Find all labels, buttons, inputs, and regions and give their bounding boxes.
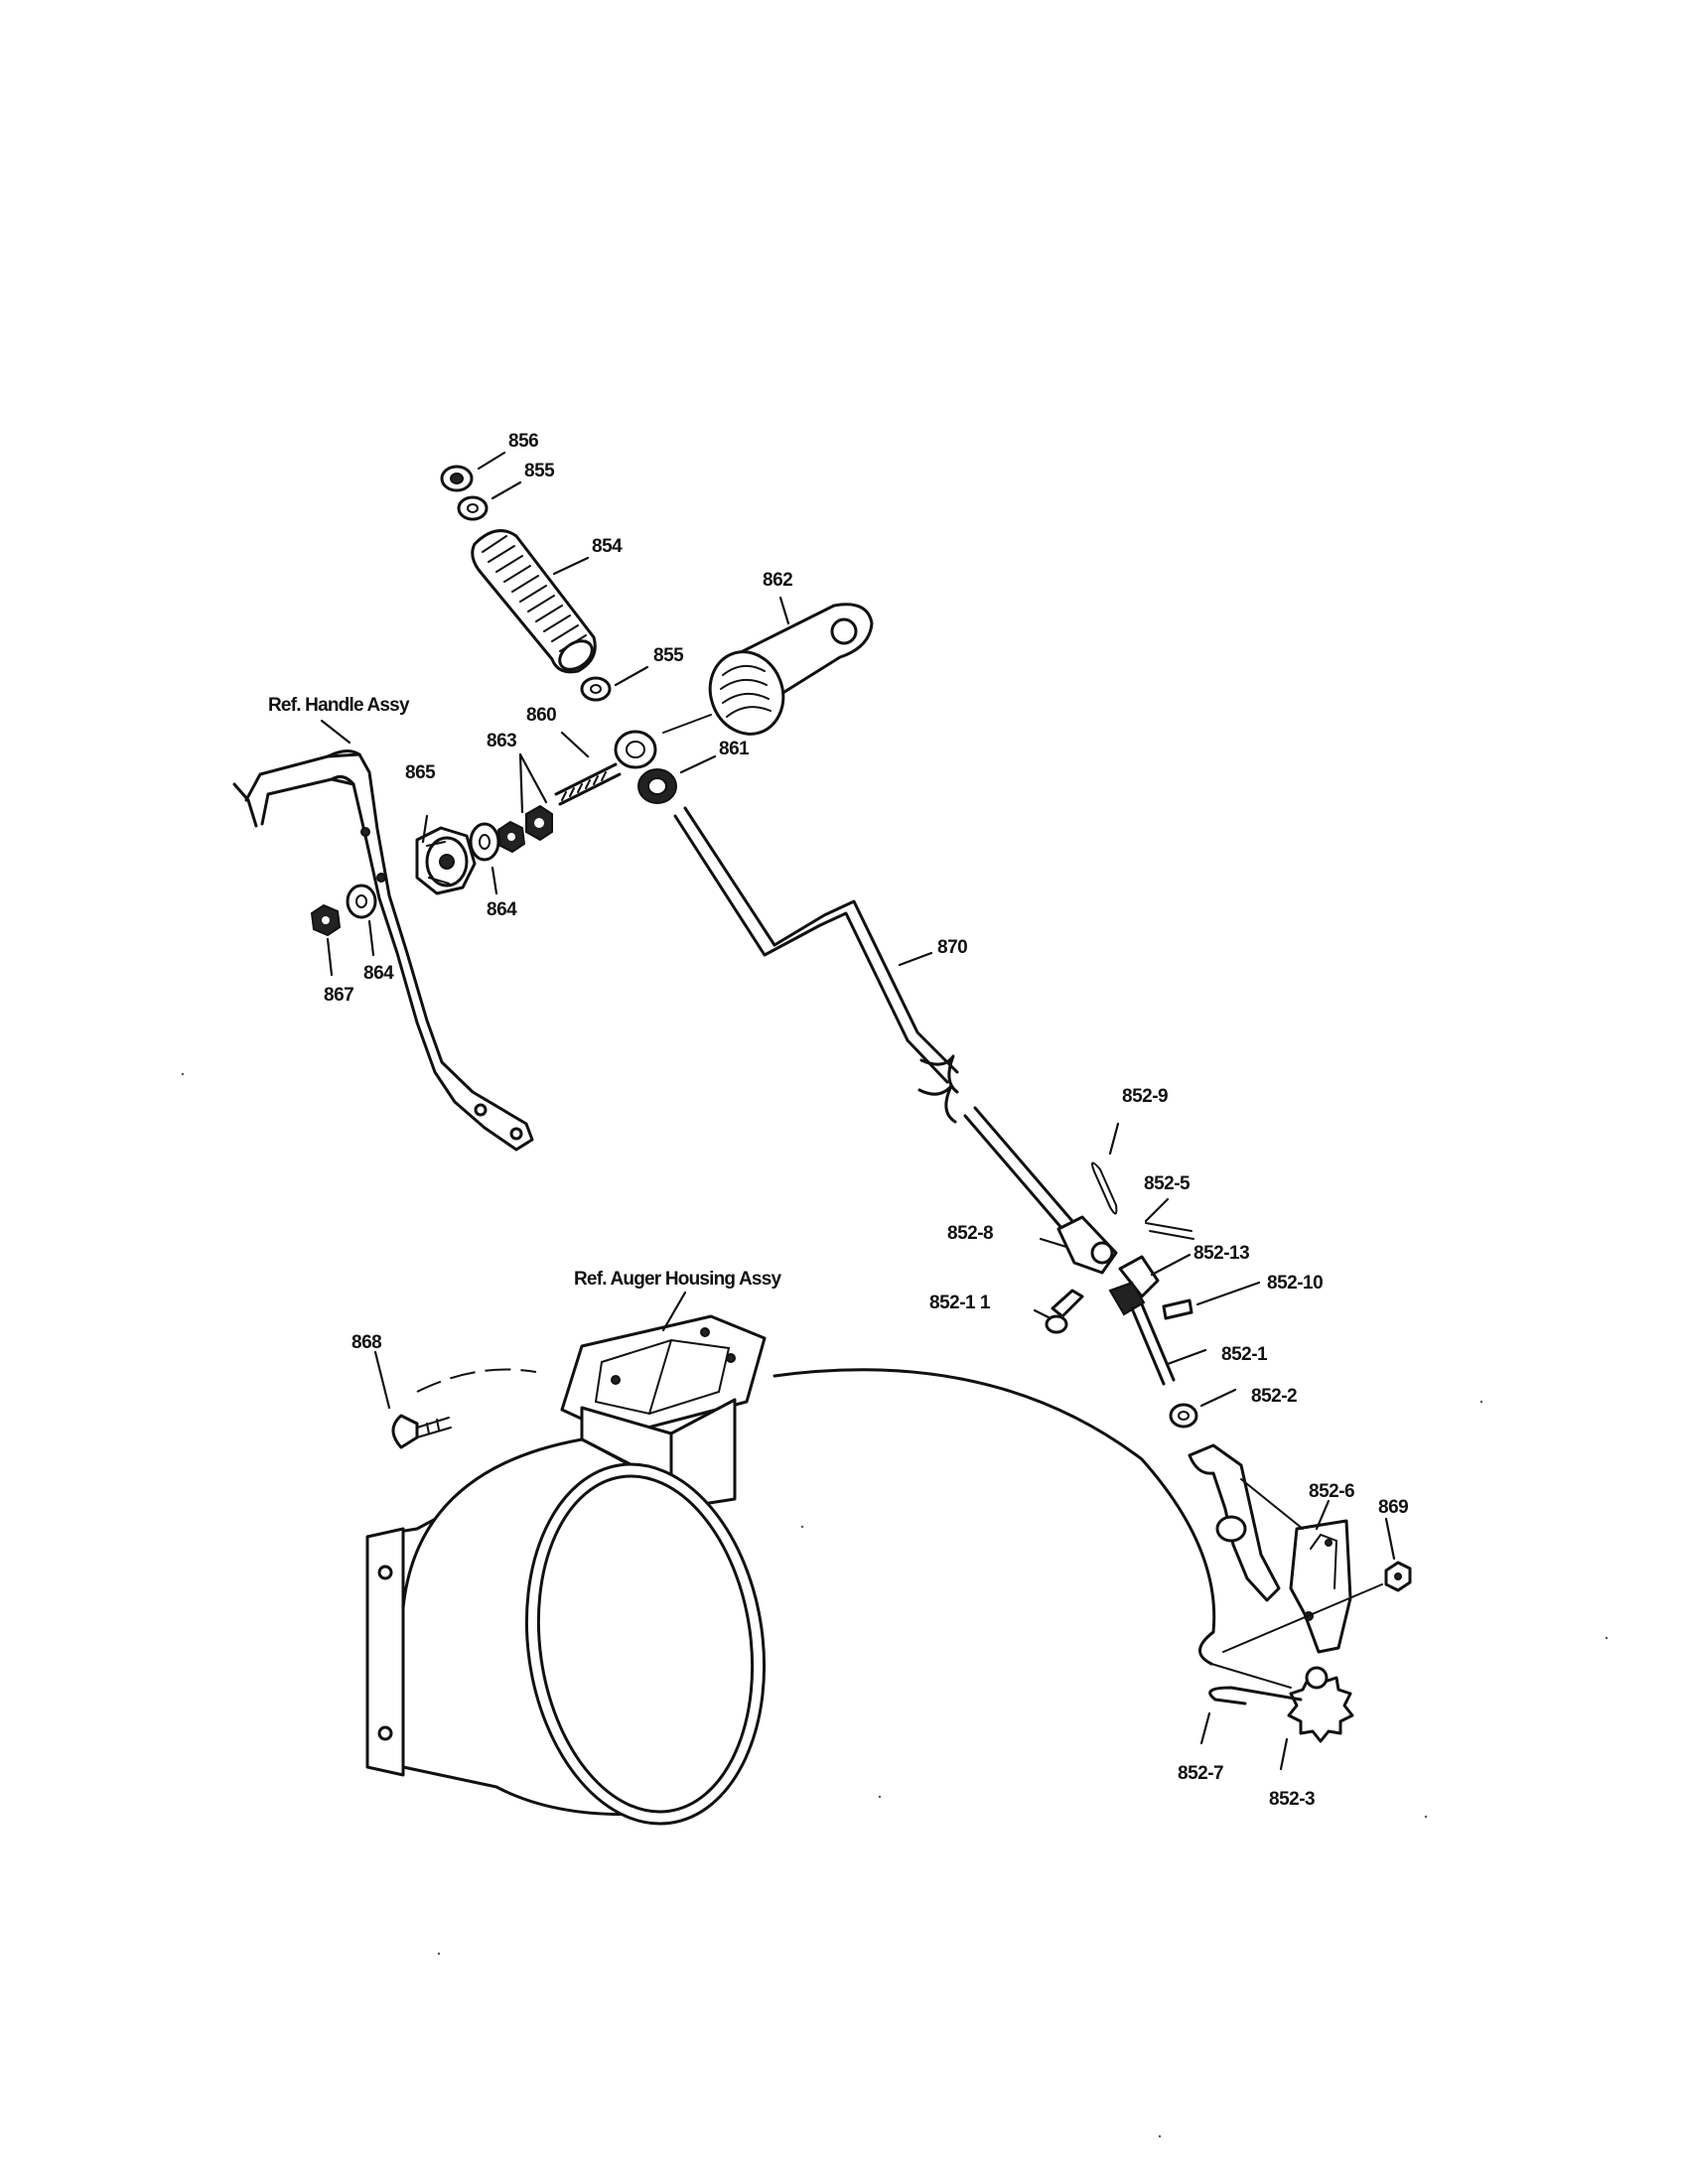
callout-861: 861 — [719, 739, 750, 759]
callout-852-3: 852-3 — [1269, 1789, 1315, 1810]
callout-ref-handle-assy: Ref. Handle Assy — [268, 695, 410, 716]
part-864-washer-b — [346, 884, 377, 919]
part-862-knob — [708, 603, 874, 736]
part-852-6-bracket — [1188, 1443, 1352, 1654]
part-854-grip — [471, 529, 597, 674]
callout-852-5: 852-5 — [1144, 1173, 1191, 1194]
callout-855-lower: 855 — [653, 645, 684, 666]
part-865-fitting — [415, 826, 477, 895]
callout-864-right: 864 — [487, 899, 517, 920]
nut-assembly-line — [1222, 1583, 1383, 1653]
knob-assembly-line — [662, 714, 712, 734]
part-867-nut — [310, 903, 342, 937]
callout-860: 860 — [526, 705, 556, 726]
part-868-bolt — [391, 1414, 452, 1449]
callout-852-10: 852-10 — [1267, 1273, 1323, 1294]
callout-865: 865 — [405, 762, 436, 783]
callout-852-2: 852-2 — [1251, 1386, 1297, 1407]
callout-852-9: 852-9 — [1122, 1086, 1168, 1107]
part-864-washer-a — [469, 822, 500, 862]
callout-852-1: 852-1 — [1221, 1344, 1268, 1365]
scan-specks — [181, 1072, 1609, 2138]
auger-housing — [365, 1314, 1292, 1826]
callout-867: 867 — [324, 985, 353, 1006]
part-852-linkage — [1045, 1161, 1198, 1429]
part-870-rod — [673, 806, 1100, 1261]
callout-863: 863 — [487, 731, 516, 751]
callout-869: 869 — [1378, 1497, 1408, 1518]
part-852-3-gear — [1287, 1666, 1354, 1743]
callout-852-8: 852-8 — [947, 1223, 993, 1244]
part-861-washer — [637, 768, 677, 804]
handle-assembly-bracket — [232, 750, 534, 1152]
callout-852-11: 852-1 1 — [929, 1293, 991, 1313]
callout-ref-auger-housing-assy: Ref. Auger Housing Assy — [574, 1269, 781, 1290]
callout-856: 856 — [508, 431, 538, 452]
part-855-washer-lower — [580, 676, 612, 702]
part-869-nut — [1384, 1561, 1412, 1592]
callout-868: 868 — [351, 1332, 381, 1353]
callout-870: 870 — [937, 937, 967, 958]
part-860-eyebolt — [554, 730, 657, 806]
callout-852-7: 852-7 — [1178, 1763, 1223, 1784]
callout-852-6: 852-6 — [1309, 1481, 1354, 1502]
callout-855-top: 855 — [524, 461, 555, 481]
callout-854: 854 — [592, 536, 623, 557]
part-852-7-clip — [1208, 1686, 1303, 1706]
leader-lines — [320, 451, 1396, 1771]
part-855-washer-top — [457, 495, 489, 521]
callout-862: 862 — [763, 570, 792, 591]
part-863-nuts — [496, 804, 553, 854]
callout-852-13: 852-13 — [1193, 1243, 1249, 1264]
part-856-cap — [440, 465, 474, 492]
callout-864-left: 864 — [363, 963, 394, 984]
